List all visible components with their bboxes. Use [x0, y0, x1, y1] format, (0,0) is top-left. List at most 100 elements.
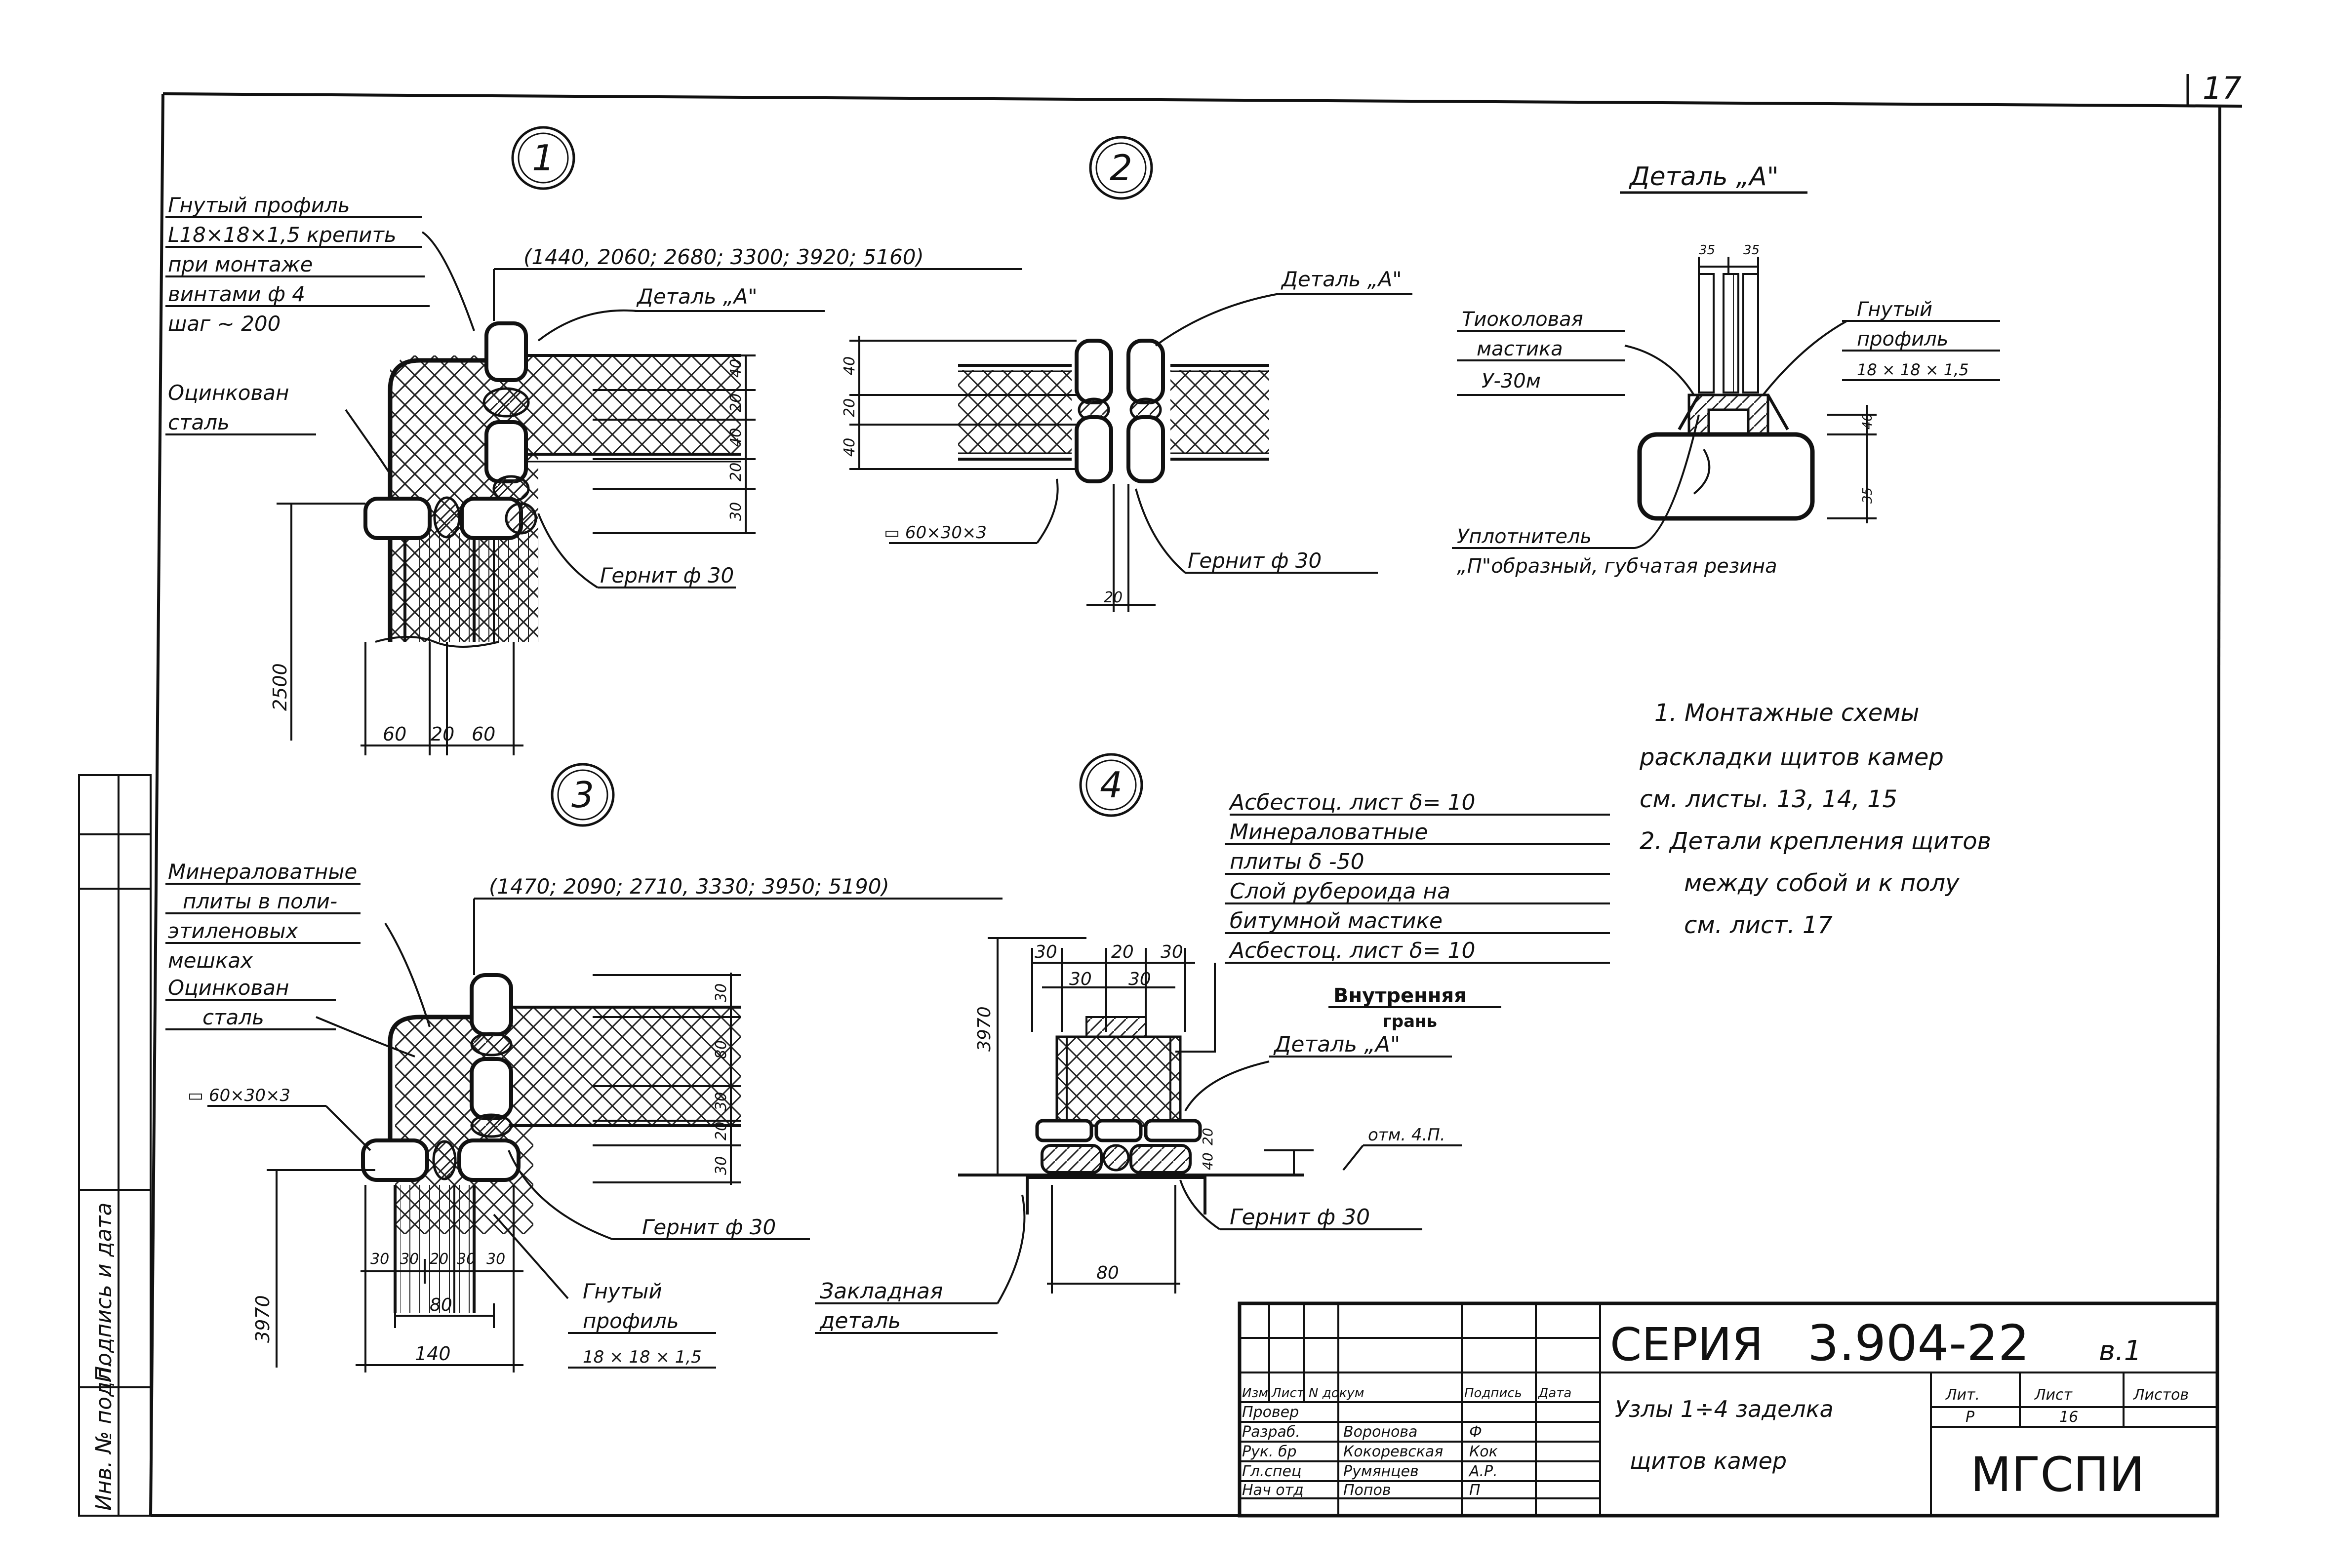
page-number: 17	[2203, 70, 2242, 106]
node-4-dim-80: 80	[1096, 1263, 1119, 1283]
node-3-dim-right-4: 20	[713, 1122, 730, 1140]
margin-inventory-number: Инв. № подл.	[91, 1361, 117, 1511]
node-3-dim-right-5: 30	[713, 1156, 730, 1175]
note-line-1: 1. Монтажные схемы	[1654, 699, 1919, 727]
node-3-profile-top	[470, 973, 513, 1036]
node-4-dim-side-2: 40	[1200, 1152, 1216, 1170]
detail-a-profile-3: 18 × 18 × 1,5	[1857, 360, 1969, 379]
node-1-profile-top	[484, 321, 528, 382]
node-2-dim-left-2: 20	[841, 398, 858, 417]
tb-stage-label: Лит.	[1945, 1386, 1980, 1404]
node-3-dim-bottom-5: 30	[486, 1251, 505, 1268]
tb-name-3: Кокоревская	[1343, 1443, 1443, 1460]
node-1-profile-left	[363, 497, 432, 540]
tb-sheets-label: Листов	[2133, 1386, 2189, 1404]
node-1-lengths: (1440, 2060; 2680; 3300; 3920; 5160)	[523, 245, 924, 269]
node-3-dim-140: 140	[415, 1343, 451, 1365]
node-1-outer-steel	[388, 358, 494, 642]
node-1-dim-right-4: 20	[727, 463, 745, 481]
note-line-4: 2. Детали крепления щитов	[1640, 827, 1991, 855]
node-1-detail-ref: Деталь „А"	[636, 284, 758, 309]
node-4-profile-left	[1041, 1144, 1103, 1174]
node-4-inner-face-2: грань	[1383, 1012, 1437, 1031]
node-3-wool-note-3: этиленовых	[168, 919, 299, 943]
node-1-circle	[511, 126, 575, 190]
node-1-dim-bottom-3: 60	[472, 723, 495, 745]
series-code: 3.904-22	[1807, 1314, 2030, 1372]
node-1-galv-steel-2: сталь	[168, 410, 230, 434]
node-4-wall	[1055, 1035, 1182, 1127]
node-3-tube: ▭ 60×30×3	[188, 1086, 290, 1105]
node-3-dim-bottom-4: 30	[457, 1251, 476, 1268]
note-line-3: см. листы. 13, 14, 15	[1640, 785, 1897, 813]
tb-sheet-label: Лист	[2034, 1386, 2073, 1404]
node-4-number: 4	[1100, 764, 1123, 806]
node-4-layer-2: Минераловатные	[1230, 820, 1428, 845]
tb-header-date: Дата	[1538, 1386, 1571, 1401]
tb-header-change: Изм	[1242, 1386, 1268, 1401]
node-2-gernit: Гернит ф 30	[1188, 549, 1322, 573]
note-line-5: между собой и к полу	[1684, 869, 1960, 897]
node-1-profile-note-3: при монтаже	[168, 252, 313, 276]
drawing-title-1: Узлы 1÷4 заделка	[1615, 1396, 1834, 1422]
tb-sheet-value: 16	[2059, 1409, 2078, 1426]
node-4-dim-side-1: 20	[1200, 1128, 1216, 1145]
node-3-galv-steel-2: сталь	[202, 1005, 264, 1029]
tb-sign-5: П	[1469, 1482, 1481, 1499]
tb-role-5: Нач отд	[1242, 1482, 1304, 1499]
node-3-outer-steel	[388, 1015, 474, 1150]
detail-a-seal	[1687, 393, 1769, 436]
node-4-embedded-part	[1026, 1175, 1206, 1215]
node-2-number: 2	[1110, 147, 1132, 189]
node-3-dim-right-3: 30	[713, 1092, 730, 1111]
node-4-circle	[1079, 753, 1143, 817]
node-2-profile-1	[1075, 339, 1113, 404]
node-4-dim-top-1: 30	[1035, 942, 1057, 962]
node-4: 4	[815, 753, 1610, 1334]
node-3-wool-note-4: мешках	[168, 948, 253, 973]
detail-a: Деталь „А" 35	[1452, 162, 2000, 578]
node-4-layer-6: Асбестоц. лист δ= 10	[1228, 938, 1475, 963]
node-2-tube: ▭ 60×30×3	[884, 523, 987, 543]
node-1-gernit: Гернит ф 30	[600, 563, 734, 588]
series-issue: в.1	[2099, 1335, 2141, 1367]
node-1-profile-note-5: шаг ~ 200	[168, 312, 281, 336]
node-4-gernit: Гернит ф 30	[1230, 1205, 1370, 1230]
node-1-profile-note-2: L18×18×1,5 крепить	[168, 223, 397, 247]
title-block: СЕРИЯ 3.904-22 в.1 Изм Лист N докум Подп…	[1238, 1301, 2219, 1518]
series-label: СЕРИЯ	[1610, 1318, 1764, 1371]
detail-a-seal-2: „П"образный, губчатая резина	[1457, 555, 1777, 578]
node-4-inner-face-1: Внутренняя	[1333, 984, 1467, 1007]
tb-sign-3: Кок	[1469, 1443, 1498, 1460]
margin-signature-date: Подпись и дата	[91, 1203, 117, 1382]
tb-role-3: Рук. бр	[1242, 1443, 1297, 1460]
node-4-dim-top-3: 30	[1161, 942, 1183, 962]
node-3: 3	[165, 763, 1003, 1372]
detail-a-dim-side-1: 40	[1860, 413, 1875, 430]
node-2-dim-left-1: 40	[841, 356, 858, 375]
node-3-gernit: Гернит ф 30	[642, 1215, 776, 1239]
node-1-dim-right-5: 30	[727, 502, 745, 521]
node-3-dim-bottom-3: 20	[430, 1251, 448, 1268]
tb-header-sheet: Лист	[1271, 1386, 1305, 1401]
tb-name-5: Попов	[1343, 1482, 1391, 1499]
detail-a-profile-1: Гнутый	[1857, 298, 1932, 321]
detail-a-mastic-2: мастика	[1477, 338, 1563, 360]
node-3-galv-steel-1: Оцинкован	[168, 976, 289, 1000]
tb-header-doc: N докум	[1309, 1386, 1364, 1401]
tb-sign-2: Ф	[1469, 1423, 1482, 1441]
tb-sign-4: А.Р.	[1468, 1463, 1498, 1480]
node-2-panel-left	[958, 370, 1072, 454]
note-line-2: раскладки щитов камер	[1639, 744, 1944, 771]
node-4-dim-top-2: 20	[1111, 942, 1134, 962]
node-3-profile-2: профиль	[583, 1309, 679, 1333]
node-3-profile-3: 18 × 18 × 1,5	[583, 1347, 702, 1367]
node-1-dim-right-2: 20	[727, 393, 745, 412]
node-1-dim-bottom-2: 20	[431, 723, 454, 745]
node-4-dim-top2-1: 30	[1069, 969, 1092, 989]
detail-a-dim-top-2: 35	[1743, 243, 1760, 258]
node-3-dim-right-2: 80	[713, 1040, 730, 1059]
node-4-height: 3970	[974, 1006, 995, 1052]
detail-a-tube	[1637, 432, 1815, 521]
note-line-6: см. лист. 17	[1684, 911, 1833, 939]
